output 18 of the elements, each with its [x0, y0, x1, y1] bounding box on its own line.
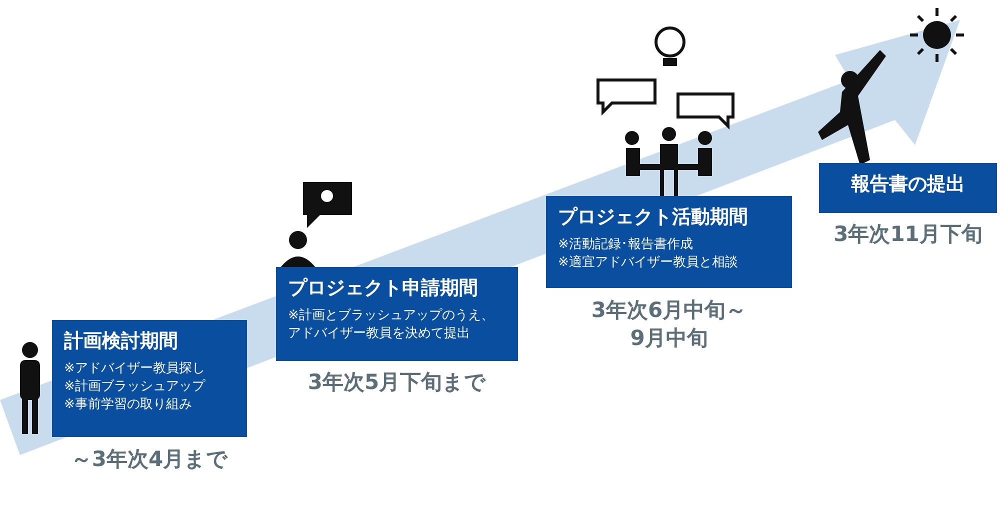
phase-title: 報告書の提出	[850, 172, 966, 197]
phase-box	[819, 163, 997, 213]
period-label: 3年次6月中旬～9月中旬	[590, 297, 748, 352]
period-label: 3年次5月下旬まで	[306, 369, 488, 396]
period-label: 3年次11月下旬	[832, 221, 984, 248]
phase-note: ※適宜アドバイザー教員と相談	[558, 254, 739, 272]
phase-box	[52, 320, 247, 437]
phase-box	[546, 196, 792, 288]
period-label: ～3年次4月まで	[70, 446, 230, 473]
phase-note: ※活動記録･報告書作成	[558, 236, 694, 254]
phase-box	[276, 267, 518, 361]
phase-note: ※計画とブラッシュアップのうえ、アドバイザー教員を決めて提出	[288, 307, 495, 343]
phase-title: プロジェクト活動期間	[558, 205, 749, 230]
phase-title: 計画検討期間	[64, 329, 179, 354]
phase-note: ※計画ブラッシュアップ	[64, 378, 206, 396]
phase-note: ※事前学習の取り組み	[64, 396, 193, 414]
phase-note: ※アドバイザー教員探し	[64, 360, 206, 378]
phase-title: プロジェクト申請期間	[288, 276, 479, 301]
